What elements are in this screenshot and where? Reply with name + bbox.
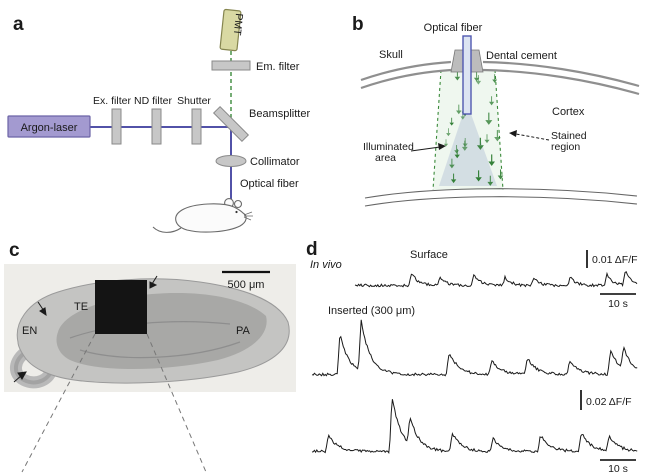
skull-label: Skull [379, 49, 403, 61]
optical-fiber-shaft [462, 35, 472, 115]
df-scale-label-top: 0.01 ΔF/F [592, 254, 638, 266]
df-scale-label-bottom: 0.02 ΔF/F [586, 396, 632, 408]
in-vivo-label: In vivo [310, 259, 342, 271]
zoom-dashed-right [146, 333, 207, 473]
stained-boundary-left [432, 69, 442, 191]
surface-label: Surface [410, 249, 448, 261]
em-filter-label: Em. filter [256, 61, 300, 73]
illuminated-area-label-1: Illuminated [363, 141, 414, 153]
panel-d-letter: d [306, 239, 318, 260]
region-label-pa: PA [236, 325, 251, 337]
illuminated-area-arrow [410, 143, 446, 152]
panel-c-letter: c [9, 240, 20, 261]
panel-d: d In vivo Surface 0.01 ΔF/F 10 s Inserte… [306, 239, 638, 474]
shutter-bar [191, 108, 202, 145]
illuminated-cone [439, 114, 497, 186]
ex-filter-label: Ex. filter [93, 95, 131, 107]
shutter-label: Shutter [177, 95, 211, 107]
slice-pointer-arrows [13, 275, 158, 383]
calcium-trace-inserted-1 [311, 319, 638, 377]
cortex-label: Cortex [552, 106, 585, 118]
nd-filter-label: ND filter [134, 95, 172, 107]
calcium-trace-surface [354, 271, 638, 288]
skull-outline [360, 60, 640, 96]
inserted-label: Inserted (300 μm) [328, 305, 415, 317]
panel-b: b Optical fiber Skull Dental cement Cort… [352, 14, 640, 207]
stained-region-label-1: Stained [551, 130, 587, 142]
region-label-en: EN [22, 325, 37, 337]
panel-c: c 500 μm TE EN PA [4, 240, 296, 473]
dental-cement-shape [450, 49, 484, 73]
beamsplitter-label: Beamsplitter [249, 108, 310, 120]
argon-laser-label: Argon-laser [21, 122, 78, 134]
dental-cement-label: Dental cement [486, 50, 557, 62]
beamsplitter-bar [212, 105, 250, 143]
optical-fiber-label-a: Optical fiber [240, 178, 299, 190]
pmt-label: PMT [231, 13, 245, 37]
imaged-region-square [95, 280, 147, 334]
time-scale-label-bottom: 10 s [608, 463, 628, 474]
scale-bar-label: 500 μm [228, 279, 265, 291]
argon-laser-box: Argon-laser [7, 115, 91, 138]
panel-a: a PMT Em. filter Argon-laser Ex. filter … [7, 8, 310, 233]
emission-filter-bar [211, 60, 251, 71]
stained-region-area [433, 70, 503, 190]
mouse-illustration [152, 198, 253, 233]
panel-b-letter: b [352, 14, 364, 35]
nd-filter-bar [151, 108, 162, 145]
collimator-lens [215, 155, 247, 167]
pmt-box: PMT [219, 8, 245, 52]
zoom-dashed-left [21, 333, 96, 473]
optical-fiber-label-b: Optical fiber [424, 22, 483, 34]
time-scale-label-top: 10 s [608, 298, 628, 310]
cortex-bottom-curves [364, 188, 638, 207]
panel-a-letter: a [13, 14, 24, 35]
calcium-trace-inserted-2 [311, 399, 638, 454]
stained-region-arrow [509, 130, 550, 141]
stained-boundary-right [494, 69, 504, 191]
region-label-te: TE [74, 301, 88, 313]
illuminated-area-label-2: area [375, 152, 396, 164]
ex-filter-bar [111, 108, 122, 145]
collimator-label: Collimator [250, 156, 300, 168]
stained-region-label-2: region [551, 141, 580, 153]
